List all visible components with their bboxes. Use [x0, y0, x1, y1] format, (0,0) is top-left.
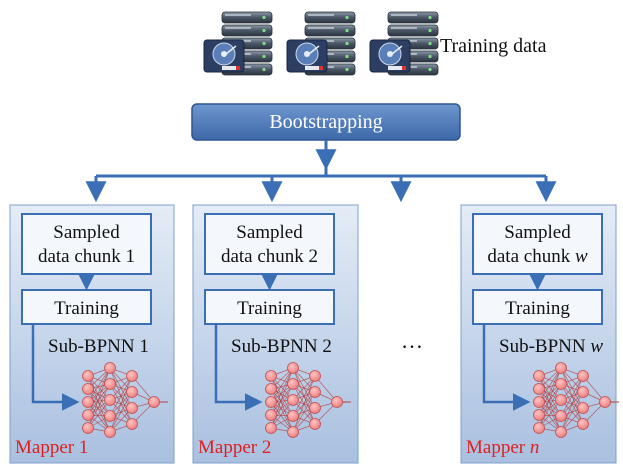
sampled-chunk-box [472, 213, 603, 275]
mapper-label: Mapper 1 [15, 437, 88, 458]
training-data-icons [203, 11, 439, 76]
chunk-label-line1: Sampled [504, 222, 571, 243]
database-icon [286, 11, 356, 76]
bootstrapping-label: Bootstrapping [269, 111, 382, 133]
database-icon [203, 11, 273, 76]
neural-network-icon [533, 362, 619, 438]
chunk-label-line1: Sampled [236, 222, 303, 243]
training-label: Training [505, 298, 570, 319]
sub-bpnn-label: Sub-BPNN w [499, 336, 603, 357]
sub-bpnn-label: Sub-BPNN 1 [48, 336, 149, 357]
chunk-label-line1: Sampled [53, 222, 120, 243]
training-box [21, 289, 152, 325]
mapper-label: Mapper 2 [198, 437, 271, 458]
neural-network-icon [82, 362, 168, 438]
ellipsis-label: … [401, 328, 423, 353]
distribution-arrows [85, 140, 557, 203]
training-box [472, 289, 603, 325]
chunk-label-line2: data chunk w [487, 246, 588, 267]
sampled-chunk-box [204, 213, 335, 275]
database-icon [369, 11, 439, 76]
arrow-training-network [482, 324, 531, 411]
chunk-label-line2: data chunk 2 [221, 246, 318, 267]
bootstrapping-box: Bootstrapping [191, 103, 461, 141]
training-box [204, 289, 335, 325]
arrow-training-network [31, 324, 80, 411]
sub-bpnn-label: Sub-BPNN 2 [231, 336, 332, 357]
training-label: Training [54, 298, 119, 319]
training-label: Training [237, 298, 302, 319]
training-data-label: Training data [440, 35, 547, 57]
chunk-label-line2: data chunk 1 [38, 246, 135, 267]
arrow-training-network [214, 324, 263, 411]
mapper-label: Mapper n [466, 437, 539, 458]
neural-network-icon [265, 362, 351, 438]
